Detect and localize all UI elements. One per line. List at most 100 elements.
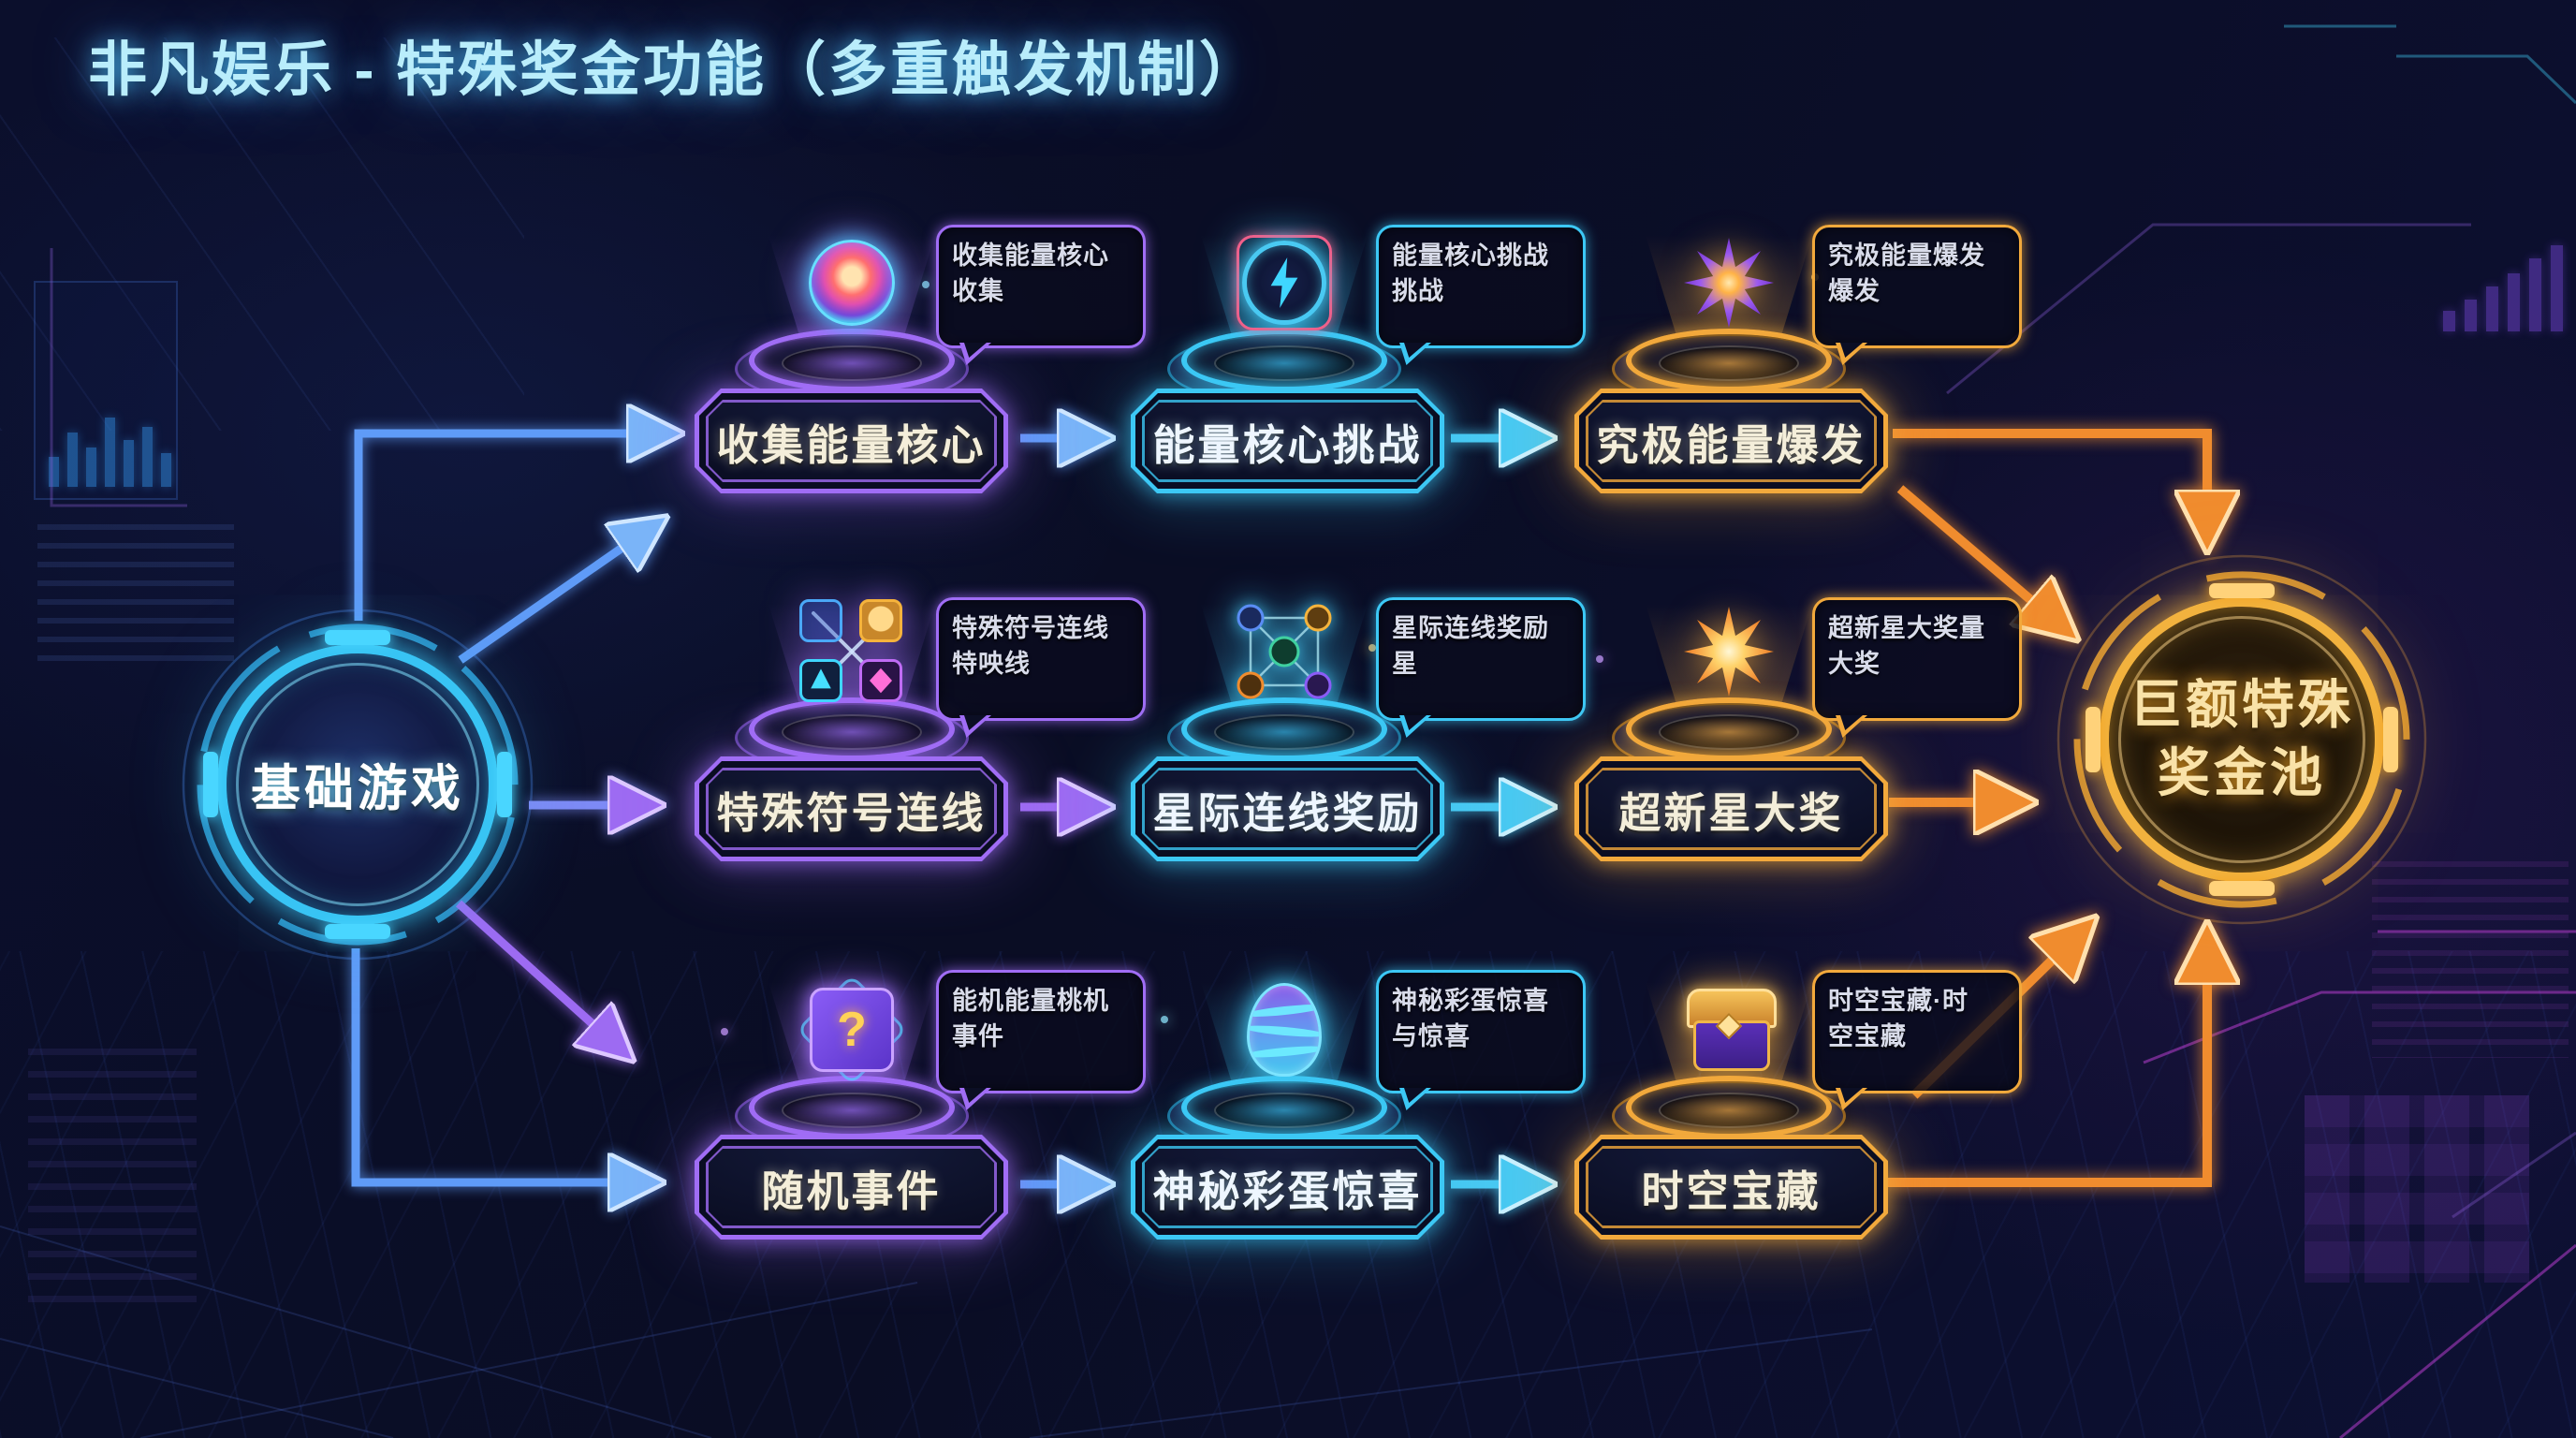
- callout-collect-energy-core: 收集能量核心 收集: [936, 225, 1146, 365]
- step-collect-energy-core: 收集能量核心: [695, 389, 1008, 493]
- callout-line1: 能机能量桃机: [952, 987, 1109, 1015]
- hub-end-outer-ring: [2056, 554, 2427, 925]
- sparkle: [1596, 655, 1603, 663]
- platform-core: [782, 345, 922, 381]
- right-data-rows: [2372, 861, 2569, 1058]
- hub-inner-ring: [2118, 616, 2365, 863]
- lightning-medallion-icon: [1237, 235, 1332, 330]
- step-label: 随机事件: [761, 1167, 942, 1215]
- callout-line2: 大奖: [1828, 649, 1881, 678]
- left-lower-data-rows: [28, 1049, 197, 1311]
- hub-tab: [203, 752, 218, 817]
- callout-special-symbol-line: 特殊符号连线 特咉线: [936, 597, 1146, 738]
- callout-spacetime-treasure: 时空宝藏·时 空宝藏: [1812, 970, 2022, 1110]
- callout-star-line-reward: 星际连线奖励 星: [1376, 597, 1586, 738]
- symbol-spade-icon: [799, 659, 842, 702]
- symbol-square-icon: [799, 599, 842, 642]
- callout-line1: 超新星大奖量: [1828, 614, 1985, 642]
- supernova-sun-icon: [1684, 607, 1774, 697]
- hub-tab: [325, 630, 390, 645]
- pedestal-lightning: [1163, 217, 1406, 404]
- callout-line1: 究极能量爆发: [1828, 242, 1985, 270]
- hub-tab: [2086, 707, 2100, 772]
- step-label: 神秘彩蛋惊喜: [1152, 1167, 1423, 1215]
- arrow-base-to-row1: [354, 433, 637, 621]
- hub-tab: [497, 752, 512, 817]
- treasure-chest-icon: [1684, 989, 1777, 1071]
- mini-bar-chart: [49, 403, 171, 487]
- step-supernova-jackpot: 超新星大奖: [1574, 756, 1888, 861]
- step-label: 时空宝藏: [1641, 1167, 1822, 1215]
- hub-tab: [325, 924, 390, 939]
- right-data-blocks: [2305, 1095, 2529, 1283]
- hub-tab: [2209, 881, 2275, 896]
- hub-jackpot-pool-label: 巨额特殊 奖金池: [2100, 597, 2384, 882]
- circuit-line: [50, 248, 187, 507]
- pedestal-node-network: [1163, 586, 1406, 773]
- hub-tab: [2209, 583, 2275, 598]
- callout-energy-core-challenge: 能量核心挑战 挑战: [1376, 225, 1586, 365]
- callout-line2: 与惊喜: [1392, 1021, 1471, 1050]
- hub-end-segment-ring: [2073, 571, 2410, 908]
- step-label: 收集能量核心: [716, 420, 987, 469]
- callout-line2: 爆发: [1828, 276, 1881, 305]
- hub-jackpot-pool: 巨额特殊 奖金池: [2086, 583, 2398, 896]
- floor-line: [0, 1338, 394, 1438]
- callout-line1: 特殊符号连线: [952, 614, 1109, 642]
- sparkle: [922, 281, 929, 288]
- callout-line1: 收集能量核心: [952, 242, 1109, 270]
- hub-base-game: 基础游戏: [203, 630, 512, 939]
- energy-orb-icon: [809, 240, 895, 326]
- step-label: 特殊符号连线: [716, 788, 987, 837]
- mystery-egg-icon: [1247, 983, 1322, 1077]
- node-network-icon: [1237, 604, 1332, 699]
- page-title: 非凡娱乐 - 特殊奖金功能（多重触发机制）: [88, 37, 1261, 103]
- hub-start-segment-ring: [197, 624, 519, 946]
- hub-tab: [2383, 707, 2398, 772]
- step-mystery-egg-surprise: 神秘彩蛋惊喜: [1131, 1135, 1444, 1240]
- callout-line1: 时空宝藏·时: [1828, 987, 1969, 1015]
- step-label: 星际连线奖励: [1152, 788, 1423, 837]
- callout-line1: 星际连线奖励: [1392, 614, 1549, 642]
- right-mini-bar-chart: [2443, 242, 2563, 331]
- arrow-row1-to-pool-diagonal: [1896, 485, 2039, 607]
- sparkle: [721, 1028, 728, 1035]
- callout-ultimate-energy-burst: 究极能量爆发 爆发: [1812, 225, 2022, 365]
- symbol-gem-icon: [859, 659, 902, 702]
- arrow-row3-to-pool-bottom: [1887, 974, 2207, 1187]
- arrow-base-to-row1-diagonal: [458, 543, 629, 664]
- step-spacetime-treasure: 时空宝藏: [1574, 1135, 1888, 1240]
- callout-line2: 特咉线: [952, 649, 1031, 678]
- step-star-line-reward: 星际连线奖励: [1131, 756, 1444, 861]
- symbol-coin-icon: [859, 599, 902, 642]
- pedestal-mystery-egg: [1163, 964, 1406, 1152]
- left-data-rows: [37, 524, 234, 665]
- arrow-row1-to-pool-top: [1893, 429, 2207, 501]
- callout-line2: 挑战: [1392, 276, 1444, 305]
- step-label: 能量核心挑战: [1152, 420, 1423, 469]
- step-label: 超新星大奖: [1618, 788, 1844, 837]
- step-special-symbol-line: 特殊符号连线: [695, 756, 1008, 861]
- arrow-base-to-row3: [351, 948, 618, 1182]
- sparkle: [1368, 644, 1376, 652]
- callout-line1: 能量核心挑战: [1392, 242, 1549, 270]
- symbol-tiles-icon: [799, 599, 904, 704]
- callout-random-event: 能机能量桃机 事件: [936, 970, 1146, 1110]
- question-glyph: ?: [837, 1003, 867, 1057]
- step-random-event: 随机事件: [695, 1135, 1008, 1240]
- floor-line: [139, 1282, 918, 1438]
- callout-line1: 神秘彩蛋惊喜: [1392, 987, 1549, 1015]
- pool-label-line1: 巨额特殊: [2130, 675, 2354, 735]
- circuit-line: [2452, 1131, 2576, 1219]
- step-label: 究极能量爆发: [1596, 420, 1866, 469]
- circuit-line: [1946, 223, 2471, 395]
- callout-line2: 收集: [952, 276, 1004, 305]
- violet-starburst-icon: [1684, 238, 1774, 328]
- callout-supernova-jackpot: 超新星大奖量 大奖: [1812, 597, 2022, 738]
- callout-line2: 事件: [952, 1021, 1004, 1050]
- step-ultimate-energy-burst: 究极能量爆发: [1574, 389, 1888, 493]
- pedestal-energy-orb: [730, 217, 973, 404]
- diagonal-streaks: [0, 37, 524, 431]
- hub-inner-ring: [236, 663, 479, 906]
